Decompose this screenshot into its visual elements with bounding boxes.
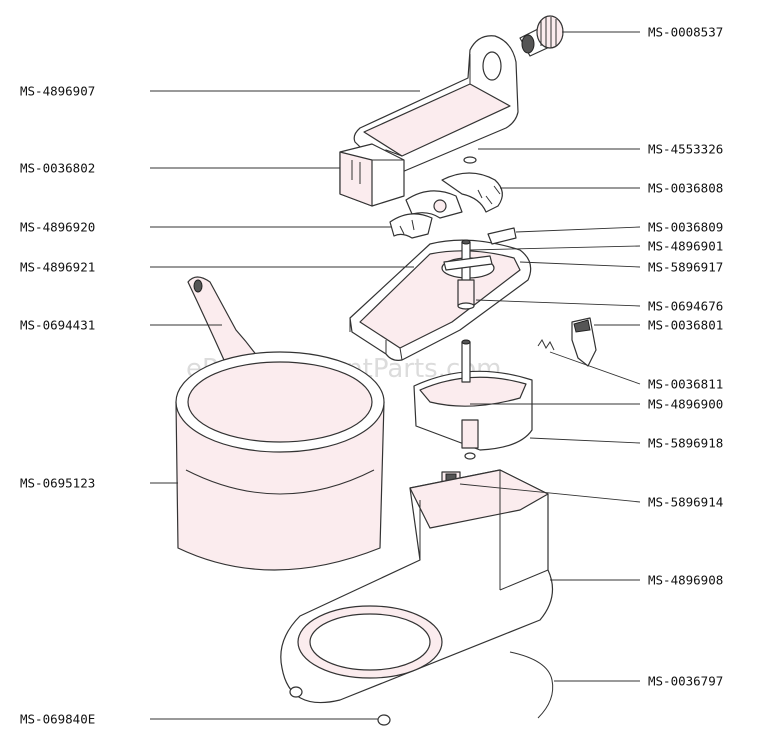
callout-label-c15[interactable]: MS-4896900 — [648, 397, 723, 412]
leader-line-c14 — [549, 351, 641, 385]
callout-label-c19[interactable]: MS-4896908 — [648, 573, 723, 588]
leader-line-c7 — [515, 226, 641, 233]
callout-label-c4[interactable]: MS-0036802 — [20, 161, 95, 176]
part-spring[interactable] — [537, 339, 555, 351]
part-lid[interactable] — [353, 35, 519, 175]
leader-line-c18 — [459, 483, 641, 503]
part-knob[interactable] — [519, 15, 564, 57]
callout-label-c6[interactable]: MS-4896920 — [20, 220, 95, 235]
callout-label-c20[interactable]: MS-0036797 — [648, 674, 723, 689]
callout-label-c18[interactable]: MS-5896914 — [648, 495, 723, 510]
part-washer-top[interactable] — [463, 156, 477, 164]
part-base[interactable] — [280, 469, 554, 704]
callout-label-c17[interactable]: MS-0695123 — [20, 476, 95, 491]
part-motor-housing[interactable] — [413, 339, 533, 460]
callout-layer: MS-0008537MS-4896907MS-4553326MS-0036802… — [20, 25, 723, 727]
callout-label-c1[interactable]: MS-0008537 — [648, 25, 723, 40]
callout-label-c7[interactable]: MS-0036809 — [648, 220, 723, 235]
callout-label-c12[interactable]: MS-0694431 — [20, 318, 95, 333]
callout-label-c2[interactable]: MS-4896907 — [20, 84, 95, 99]
callout-label-c11[interactable]: MS-0694676 — [648, 299, 723, 314]
part-bowl[interactable] — [175, 351, 385, 571]
callout-label-c10[interactable]: MS-5896917 — [648, 260, 723, 275]
callout-label-c14[interactable]: MS-0036811 — [648, 377, 723, 392]
part-foot-left[interactable] — [289, 686, 303, 698]
part-shaft[interactable] — [443, 239, 493, 310]
callout-label-c9[interactable]: MS-4896921 — [20, 260, 95, 275]
callout-label-c3[interactable]: MS-4553326 — [648, 142, 723, 157]
callout-label-c16[interactable]: MS-5896918 — [648, 436, 723, 451]
part-gear-housing[interactable] — [349, 239, 532, 361]
part-cord[interactable] — [509, 651, 554, 719]
callout-label-c13[interactable]: MS-0036801 — [648, 318, 723, 333]
part-gear-disc-left[interactable] — [389, 190, 463, 239]
leader-line-c16 — [529, 437, 641, 444]
callout-label-c8[interactable]: MS-4896901 — [648, 239, 723, 254]
part-foot-right[interactable] — [377, 714, 391, 726]
part-gear-disc-right[interactable] — [441, 172, 503, 213]
leader-line-c11 — [475, 299, 641, 307]
leader-line-c8 — [469, 245, 641, 251]
callout-label-c21[interactable]: MS-069840E — [20, 712, 95, 727]
part-switch[interactable] — [571, 317, 597, 367]
leader-line-c10 — [519, 261, 641, 268]
part-blade-clip[interactable] — [487, 227, 517, 245]
part-side-clip[interactable] — [339, 143, 405, 207]
callout-label-c5[interactable]: MS-0036808 — [648, 181, 723, 196]
